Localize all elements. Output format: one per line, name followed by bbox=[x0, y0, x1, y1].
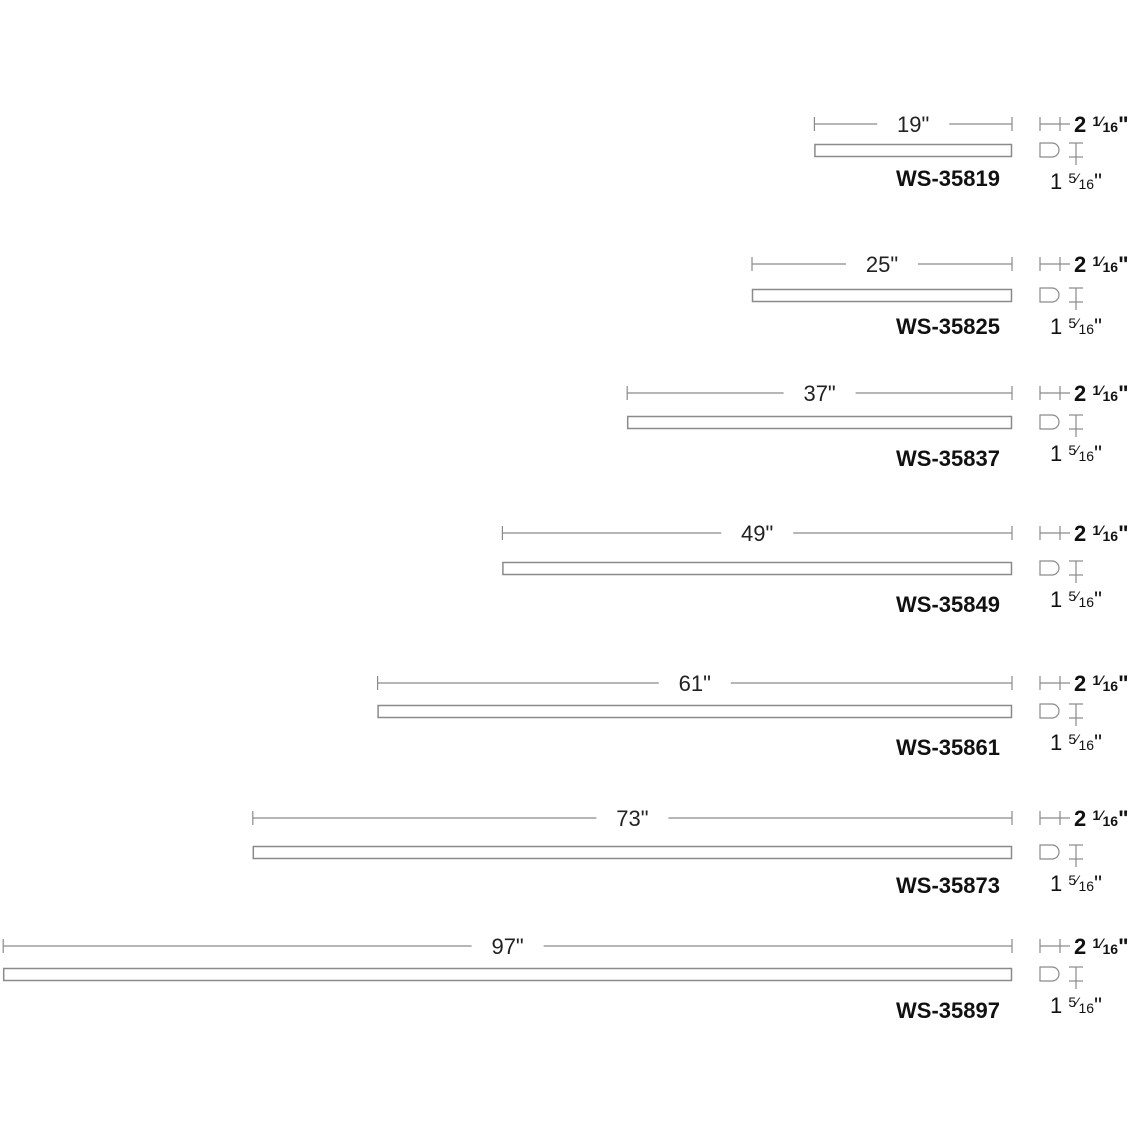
width-label: 2 1⁄16" bbox=[1074, 671, 1129, 696]
side-profile: 2 1⁄16" 1 5⁄16" bbox=[1039, 934, 1129, 1018]
fixture-bar bbox=[377, 704, 1013, 719]
profile-shape bbox=[1039, 287, 1060, 303]
length-label: 97" bbox=[491, 934, 523, 959]
width-label: 2 1⁄16" bbox=[1074, 521, 1129, 546]
model-number: WS-35825 bbox=[896, 314, 1000, 339]
model-number: WS-35837 bbox=[896, 446, 1000, 471]
height-label: 1 5⁄16" bbox=[1050, 441, 1102, 466]
length-label: 73" bbox=[616, 806, 648, 831]
profile-shape bbox=[1039, 703, 1060, 719]
fixture-row-ws-35861: 61" WS-35861 2 1⁄16" 1 5⁄16" bbox=[377, 671, 1129, 760]
fixture-bar bbox=[252, 845, 1013, 860]
length-label: 25" bbox=[866, 252, 898, 277]
fixture-row-ws-35897: 97" WS-35897 2 1⁄16" 1 5⁄16" bbox=[2, 934, 1129, 1023]
height-label: 1 5⁄16" bbox=[1050, 169, 1102, 194]
width-label: 2 1⁄16" bbox=[1074, 934, 1129, 959]
width-label: 2 1⁄16" bbox=[1074, 806, 1129, 831]
width-label: 2 1⁄16" bbox=[1074, 252, 1129, 277]
width-label: 2 1⁄16" bbox=[1074, 381, 1129, 406]
side-profile: 2 1⁄16" 1 5⁄16" bbox=[1039, 521, 1129, 612]
fixture-row-ws-35825: 25" WS-35825 2 1⁄16" 1 5⁄16" bbox=[751, 252, 1129, 339]
side-profile: 2 1⁄16" 1 5⁄16" bbox=[1039, 806, 1129, 896]
fixture-row-ws-35837: 37" WS-35837 2 1⁄16" 1 5⁄16" bbox=[626, 381, 1129, 471]
model-number: WS-35897 bbox=[896, 998, 1000, 1023]
fixture-bar bbox=[751, 288, 1013, 303]
fixture-bar bbox=[502, 561, 1013, 576]
side-profile: 2 1⁄16" 1 5⁄16" bbox=[1039, 381, 1129, 466]
side-profile: 2 1⁄16" 1 5⁄16" bbox=[1039, 252, 1129, 339]
model-number: WS-35819 bbox=[896, 166, 1000, 191]
length-label: 61" bbox=[679, 671, 711, 696]
fixture-bar bbox=[626, 415, 1013, 430]
profile-shape bbox=[1039, 844, 1060, 860]
height-label: 1 5⁄16" bbox=[1050, 871, 1102, 896]
fixture-row-ws-35849: 49" WS-35849 2 1⁄16" 1 5⁄16" bbox=[501, 521, 1129, 617]
fixture-row-ws-35819: 19" WS-35819 2 1⁄16" 1 5⁄16" bbox=[813, 112, 1129, 194]
model-number: WS-35873 bbox=[896, 873, 1000, 898]
side-profile: 2 1⁄16" 1 5⁄16" bbox=[1039, 671, 1129, 755]
profile-shape bbox=[1039, 142, 1060, 158]
model-number: WS-35861 bbox=[896, 735, 1000, 760]
fixture-bar bbox=[2, 967, 1013, 982]
height-label: 1 5⁄16" bbox=[1050, 314, 1102, 339]
length-label: 19" bbox=[897, 112, 929, 137]
length-label: 49" bbox=[741, 521, 773, 546]
profile-shape bbox=[1039, 966, 1060, 982]
height-label: 1 5⁄16" bbox=[1050, 993, 1102, 1018]
model-number: WS-35849 bbox=[896, 592, 1000, 617]
fixture-row-ws-35873: 73" WS-35873 2 1⁄16" 1 5⁄16" bbox=[252, 806, 1129, 898]
profile-shape bbox=[1039, 414, 1060, 430]
height-label: 1 5⁄16" bbox=[1050, 730, 1102, 755]
side-profile: 2 1⁄16" 1 5⁄16" bbox=[1039, 112, 1129, 194]
height-label: 1 5⁄16" bbox=[1050, 587, 1102, 612]
profile-shape bbox=[1039, 560, 1060, 576]
width-label: 2 1⁄16" bbox=[1074, 112, 1129, 137]
fixture-bar bbox=[814, 143, 1013, 158]
length-label: 37" bbox=[803, 381, 835, 406]
